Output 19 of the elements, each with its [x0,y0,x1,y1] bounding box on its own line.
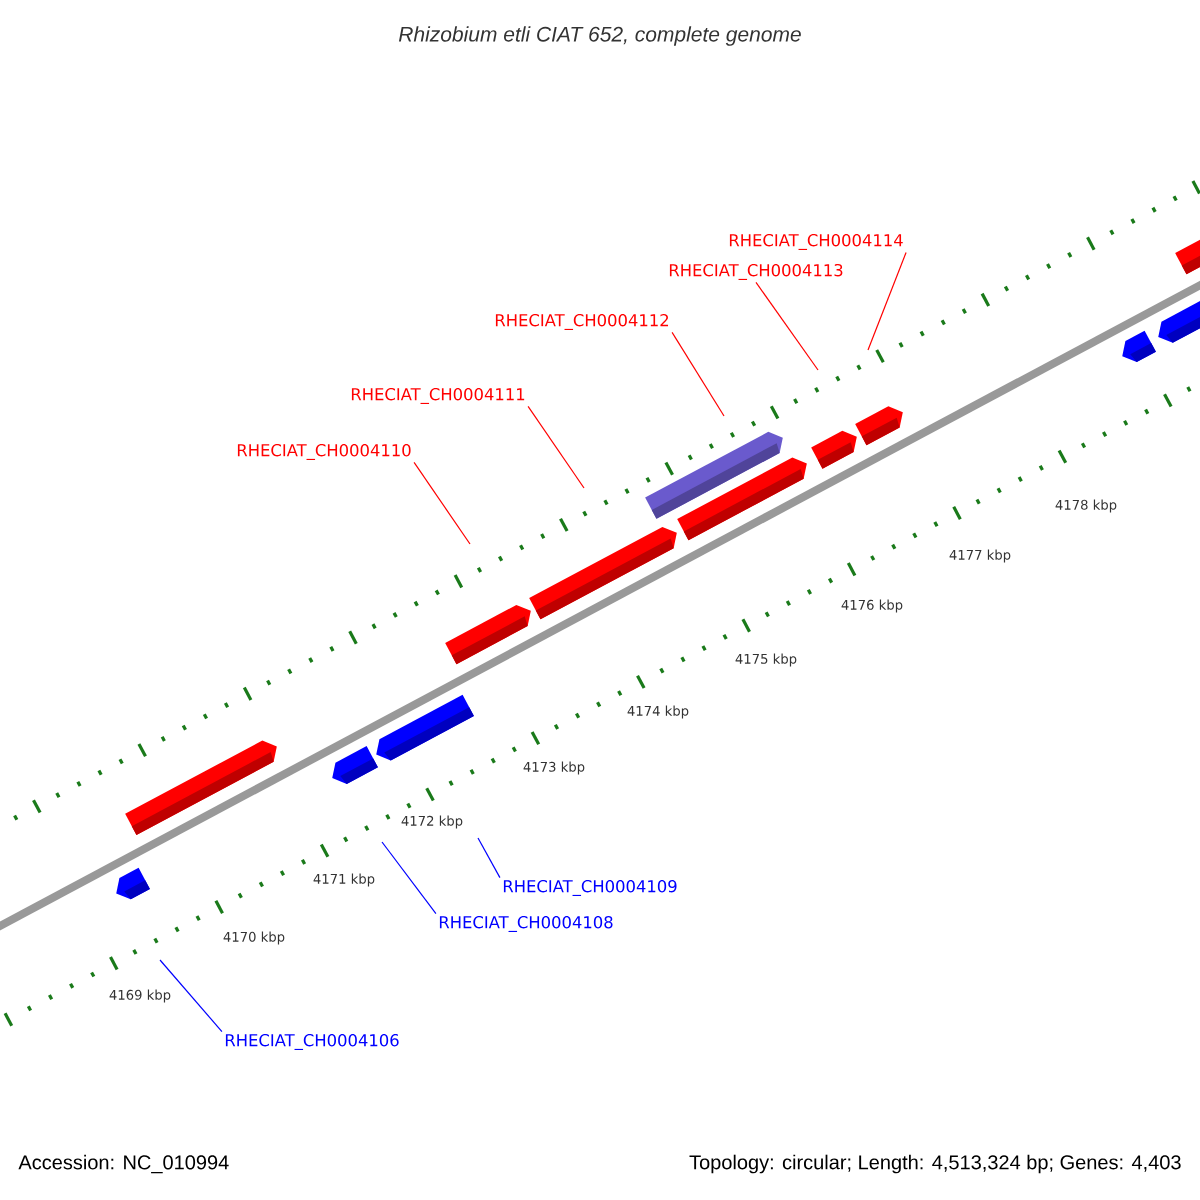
leader-line [159,959,223,1033]
leader-line [755,281,819,371]
title: Rhizobium etli CIAT 652, complete genome [398,26,801,46]
gene-label: RHECIAT_CH0004109 [503,880,677,896]
leader-line [867,251,907,351]
leader-line [671,331,725,417]
gene-label: RHECIAT_CH0004113 [669,264,843,280]
leader-line [477,837,501,879]
gene-label: RHECIAT_CH0004106 [225,1034,399,1051]
footer-text: Accession: NC_010994 [18,1154,229,1174]
gene-label: RHECIAT_CH0004114 [729,234,903,250]
gene-label: RHECIAT_CH0004110 [237,444,411,460]
gene-label: RHECIAT_CH0004108 [439,916,613,932]
leader-line [527,405,585,489]
gene-label: RHECIAT_CH0004111 [351,388,525,404]
gene-label: RHECIAT_CH0004112 [495,314,668,330]
leader-line [381,841,437,915]
leader-line [413,461,471,545]
footer-text: Topology: circular; Length: 4,513,324 bp; Genes: 4,403 [689,1154,1181,1174]
